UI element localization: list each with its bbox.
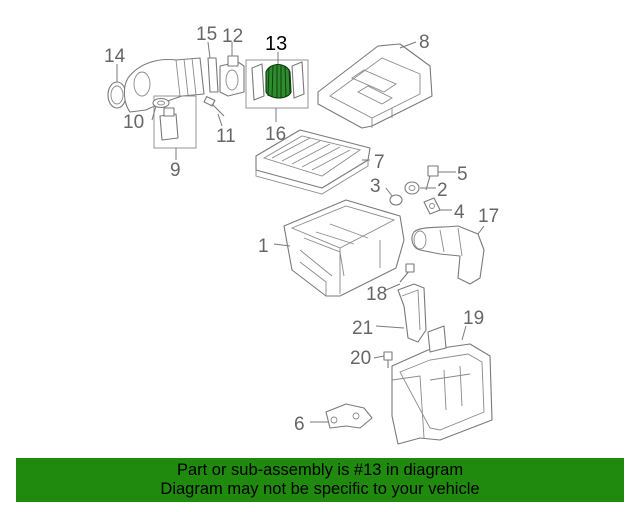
group-9-box	[153, 95, 197, 149]
callout-10: 10	[123, 112, 144, 133]
part-20-bolt[interactable]	[383, 351, 393, 368]
part-14-clamp[interactable]	[107, 81, 127, 109]
part-15-gasket[interactable]	[207, 57, 219, 93]
part-10-grommet[interactable]	[152, 97, 170, 109]
group-16-box	[245, 59, 309, 109]
part-18-clip[interactable]	[399, 263, 415, 283]
part-12-airflow-meter[interactable]	[219, 55, 245, 97]
part-11-bolt[interactable]	[203, 96, 225, 117]
callout-1: 1	[258, 236, 269, 257]
callout-16: 16	[265, 124, 286, 145]
info-banner: Part or sub-assembly is #13 in diagram D…	[16, 458, 624, 502]
callout-14: 14	[104, 46, 126, 67]
callout-13: 13	[265, 33, 287, 55]
banner-line-part-number: Part or sub-assembly is #13 in diagram	[176, 461, 464, 479]
part-1-cleaner-case[interactable]	[283, 199, 405, 297]
callout-19: 19	[463, 308, 484, 329]
part-17-intake-duct[interactable]	[411, 225, 485, 285]
part-13-highlighted[interactable]	[265, 63, 292, 99]
callout-5: 5	[457, 164, 468, 185]
part-16-bracket-left[interactable]	[251, 63, 265, 101]
part-2-grommet[interactable]	[404, 181, 420, 195]
part-3-damper[interactable]	[389, 194, 403, 206]
callout-8: 8	[419, 32, 430, 53]
part-16-bracket-right[interactable]	[291, 61, 305, 99]
leader-lines	[116, 41, 485, 423]
part-8-cleaner-cover[interactable]	[317, 43, 433, 129]
part-21-resonator-duct[interactable]	[397, 283, 427, 343]
parts-diagram: 14 15 12 13 8 10 11 9 16 7 5 2 3 4 17 1 …	[104, 24, 499, 445]
callout-12: 12	[222, 26, 243, 47]
callout-9: 9	[170, 160, 181, 181]
part-6-bracket[interactable]	[325, 403, 373, 429]
callout-6: 6	[294, 414, 305, 435]
part-9-sensor[interactable]	[159, 107, 179, 141]
callout-7: 7	[374, 152, 385, 173]
callout-21: 21	[352, 318, 373, 339]
callout-2: 2	[437, 180, 448, 201]
callout-numbers: 14 15 12 13 8 10 11 9 16 7 5 2 3 4 17 1 …	[104, 24, 499, 435]
part-19-resonator[interactable]	[391, 325, 493, 445]
callout-15: 15	[196, 24, 217, 45]
callout-11: 11	[216, 126, 236, 147]
callout-20: 20	[350, 348, 371, 369]
callout-4: 4	[454, 202, 465, 223]
callout-3: 3	[370, 176, 381, 197]
banner-line-disclaimer: Diagram may not be specific to your vehi…	[160, 480, 480, 498]
callout-17: 17	[478, 206, 499, 227]
callout-18: 18	[366, 284, 387, 305]
